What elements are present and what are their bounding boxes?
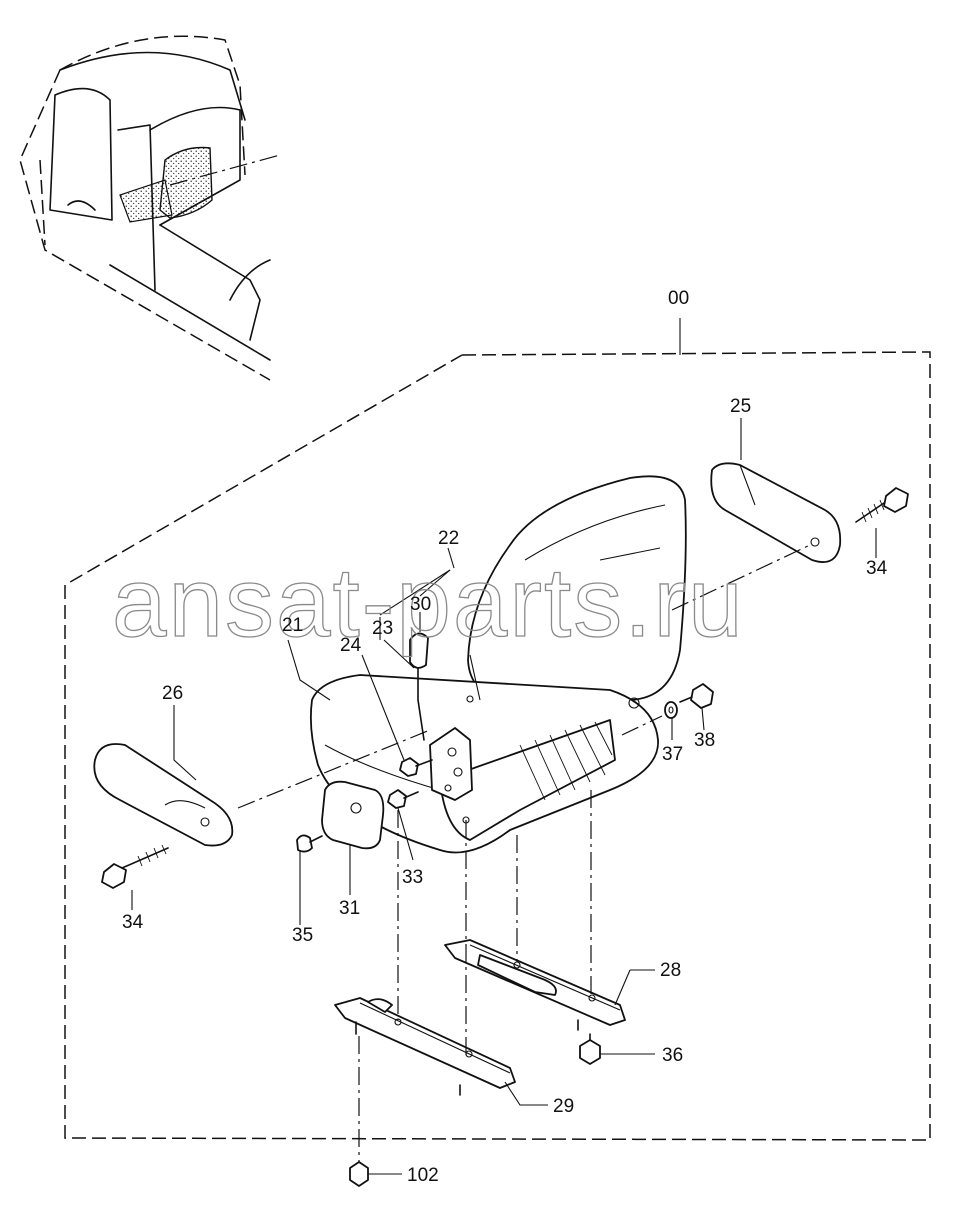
bolt-24: [399, 757, 433, 777]
callout-24: 24: [340, 635, 362, 656]
callout-102: 102: [407, 1165, 439, 1186]
callout-labels: 00 25 22 34 30 24 23 21 26 37 38 33 31 3…: [122, 288, 888, 1186]
callout-38: 38: [694, 730, 715, 751]
callout-29: 29: [553, 1096, 574, 1117]
inset-seat-icon: [159, 146, 213, 219]
callout-35: 35: [292, 925, 313, 946]
callout-23: 23: [372, 618, 393, 639]
callout-36: 36: [662, 1045, 683, 1066]
callout-37: 37: [662, 744, 683, 765]
nut-36: [579, 1033, 601, 1065]
leader-lines: [131, 418, 877, 1175]
bolt-33: [387, 789, 419, 809]
callout-34-left: 34: [122, 912, 144, 933]
cab-locator-inset: [19, 35, 281, 381]
side-cover-31: [321, 780, 385, 850]
bolt-38: [679, 683, 714, 709]
bolt-34-left: [101, 844, 169, 889]
callout-00: 00: [668, 288, 689, 309]
armrest-left: [93, 743, 234, 847]
callout-34-right: 34: [866, 558, 888, 579]
callout-21: 21: [282, 615, 303, 636]
bolt-34-right: [855, 487, 909, 523]
callout-25: 25: [730, 396, 751, 417]
assembly-boundary: [64, 351, 931, 1141]
callout-31: 31: [339, 898, 360, 919]
nut-102: [349, 1161, 369, 1187]
slide-rail-29: [334, 997, 516, 1096]
callout-26: 26: [162, 683, 183, 704]
assembly-centerlines: [237, 544, 811, 1162]
armrest-right: [710, 462, 842, 563]
washer-37: [664, 701, 678, 719]
slide-rail-28: [444, 939, 626, 1031]
callout-22: 22: [438, 528, 459, 549]
callout-28: 28: [660, 960, 681, 981]
watermark: ansat-parts.ru: [112, 547, 745, 657]
callout-30: 30: [410, 594, 431, 615]
seat-assembly: [309, 475, 687, 854]
callout-33: 33: [402, 867, 423, 888]
screw-35: [296, 834, 323, 853]
